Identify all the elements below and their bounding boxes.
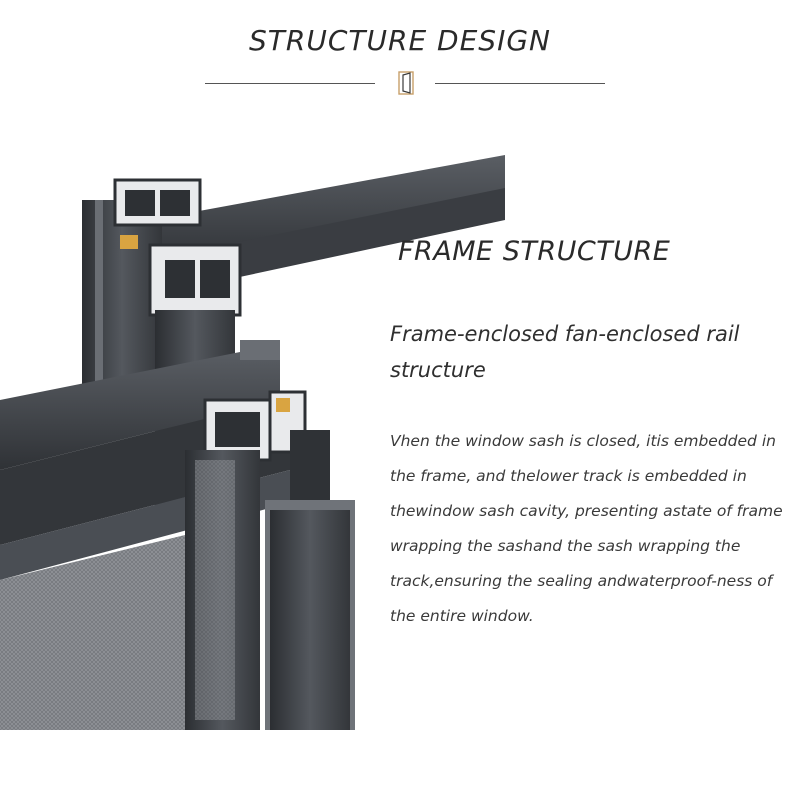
- section-description: Vhen the window sash is closed, itis emb…: [390, 432, 783, 625]
- page-title: STRUCTURE DESIGN: [249, 24, 551, 57]
- section-subtitle: Frame-enclosed fan-enclosed rail structu…: [390, 322, 740, 382]
- header-divider-right: [435, 83, 605, 84]
- section-title: FRAME STRUCTURE: [398, 236, 671, 267]
- aluminum-frame-profile-image: [0, 155, 505, 730]
- door-icon: [398, 71, 414, 95]
- header-divider-left: [205, 83, 375, 84]
